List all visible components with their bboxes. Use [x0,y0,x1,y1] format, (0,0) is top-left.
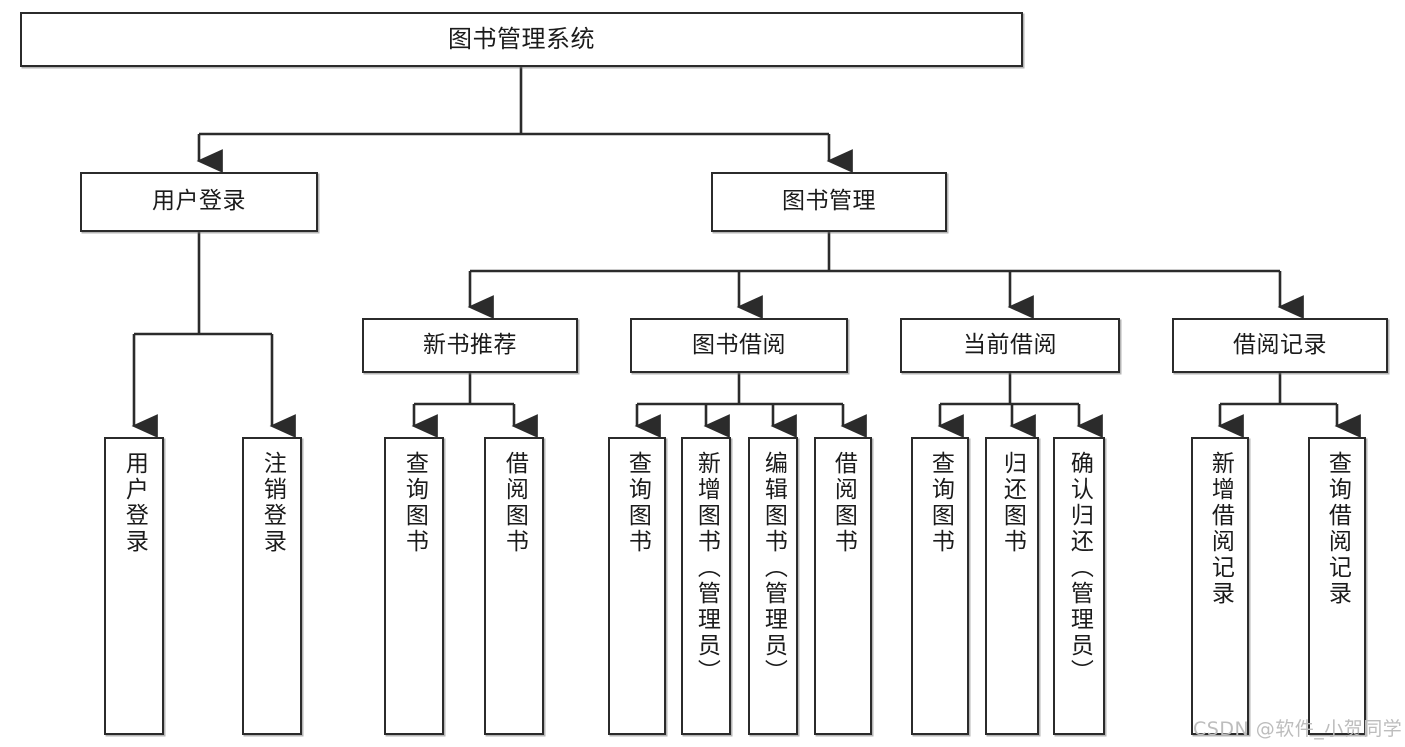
node-leaf-12-查询借阅记录-label: 查询借阅记录 [1324,451,1351,607]
csdn-watermark: CSDN @软件_小贺同学 [1193,718,1403,740]
node-level2-图书借阅[interactable]: 图书借阅 [630,318,848,373]
node-level1-用户登录[interactable]: 用户登录 [80,172,318,232]
node-leaf-1-注销登录-label: 注销登录 [259,451,286,555]
node-level2-借阅记录[interactable]: 借阅记录 [1172,318,1388,373]
node-level2-借阅记录-label: 借阅记录 [1233,331,1327,358]
node-leaf-7-借阅图书[interactable]: 借阅图书 [814,437,872,735]
node-root-图书管理系统[interactable]: 图书管理系统 [20,12,1023,67]
node-root-图书管理系统-label: 图书管理系统 [448,25,595,54]
node-level2-图书借阅-label: 图书借阅 [692,331,786,358]
node-leaf-3-借阅图书[interactable]: 借阅图书 [484,437,544,735]
node-leaf-6-编辑图书管理员[interactable]: 编辑图书（管理员） [748,437,798,735]
node-leaf-4-查询图书[interactable]: 查询图书 [608,437,666,735]
node-level2-新书推荐[interactable]: 新书推荐 [362,318,578,373]
node-leaf-5-新增图书管理员[interactable]: 新增图书（管理员） [681,437,731,735]
node-leaf-11-新增借阅记录[interactable]: 新增借阅记录 [1191,437,1249,735]
node-leaf-0-用户登录[interactable]: 用户登录 [104,437,164,735]
node-leaf-4-查询图书-label: 查询图书 [624,451,651,555]
node-leaf-11-新增借阅记录-label: 新增借阅记录 [1207,451,1234,607]
node-leaf-8-查询图书-label: 查询图书 [927,451,954,555]
node-level2-当前借阅[interactable]: 当前借阅 [900,318,1120,373]
node-leaf-2-查询图书[interactable]: 查询图书 [384,437,444,735]
node-leaf-5-新增图书管理员-label: 新增图书（管理员） [693,451,720,685]
node-leaf-0-用户登录-label: 用户登录 [121,451,148,555]
node-leaf-7-借阅图书-label: 借阅图书 [830,451,857,555]
node-leaf-6-编辑图书管理员-label: 编辑图书（管理员） [760,451,787,685]
node-level1-用户登录-label: 用户登录 [152,188,246,215]
node-level2-新书推荐-label: 新书推荐 [423,331,517,358]
node-level2-当前借阅-label: 当前借阅 [963,331,1057,358]
node-leaf-1-注销登录[interactable]: 注销登录 [242,437,302,735]
node-level1-图书管理[interactable]: 图书管理 [711,172,947,232]
node-leaf-8-查询图书[interactable]: 查询图书 [911,437,969,735]
connector-group [131,67,1361,438]
node-level1-图书管理-label: 图书管理 [782,188,876,215]
node-leaf-3-借阅图书-label: 借阅图书 [501,451,528,555]
node-leaf-9-归还图书[interactable]: 归还图书 [985,437,1039,735]
node-leaf-9-归还图书-label: 归还图书 [999,451,1026,555]
node-leaf-10-确认归还管理员-label: 确认归还（管理员） [1066,451,1093,685]
node-leaf-12-查询借阅记录[interactable]: 查询借阅记录 [1308,437,1366,735]
node-leaf-2-查询图书-label: 查询图书 [401,451,428,555]
node-leaf-10-确认归还管理员[interactable]: 确认归还（管理员） [1053,437,1105,735]
